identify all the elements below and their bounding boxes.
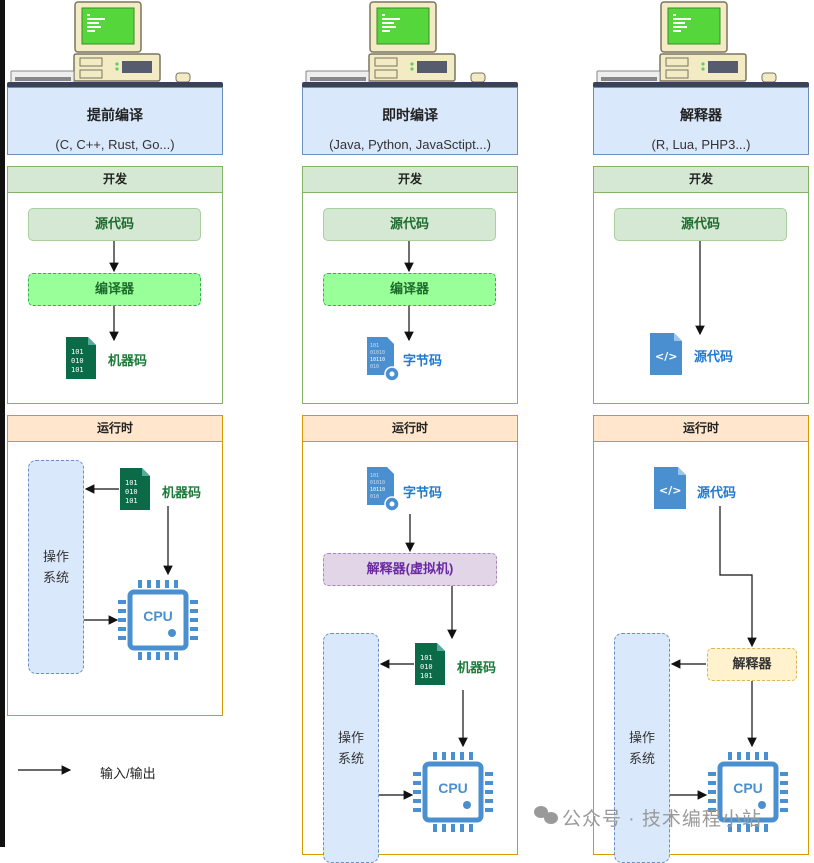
panel-header: 开发 — [594, 167, 808, 193]
machine-code-icon — [415, 643, 445, 685]
runtime-panel: 运行时 — [7, 415, 223, 716]
title: 解释器 — [680, 107, 722, 123]
title: 提前编译 — [87, 107, 143, 123]
interpreter-header: 解释器 (R, Lua, PHP3...) — [593, 87, 809, 155]
wechat-icon — [534, 806, 558, 824]
aot-header: 提前编译 (C, C++, Rust, Go...) — [7, 87, 223, 155]
machine-code-label: 机器码 — [108, 353, 148, 368]
source-code-label: 源代码 — [694, 349, 734, 364]
bytecode-icon — [366, 466, 400, 512]
dev-panel: 开发 — [302, 166, 518, 404]
title: 即时编译 — [382, 107, 438, 123]
source-code-box: 源代码 — [28, 208, 201, 241]
os-label: 操作 系统 — [42, 549, 69, 585]
cpu-label: CPU — [143, 608, 173, 624]
bytecode-label: 字节码 — [403, 485, 443, 500]
jit-header: 即时编译 (Java, Python, JavaSctipt...) — [302, 87, 518, 155]
source-code-box: 源代码 — [323, 208, 496, 241]
subtitle: (Java, Python, JavaSctipt...) — [329, 137, 491, 152]
subtitle: (R, Lua, PHP3...) — [651, 137, 751, 152]
panel-header: 运行时 — [594, 416, 808, 442]
compiler-box: 编译器 — [323, 273, 496, 306]
source-file-icon — [650, 333, 682, 375]
machine-code-icon — [66, 337, 96, 379]
panel-header: 开发 — [303, 167, 517, 193]
legend-label: 输入/输出 — [100, 766, 156, 781]
os-label: 操作 系统 — [337, 730, 364, 766]
dev-panel: 开发 — [7, 166, 223, 404]
watermark: 公众号 · 技术编程小站 — [562, 809, 762, 830]
interpreter-box: 解释器 — [707, 648, 797, 681]
panel-header: 运行时 — [8, 416, 222, 442]
window-edge — [0, 0, 5, 847]
os-box: 操作 系统 — [28, 460, 84, 674]
dev-panel: 开发 — [593, 166, 809, 404]
os-label: 操作 系统 — [628, 730, 655, 766]
source-code-label: 源代码 — [697, 485, 737, 500]
runtime-panel: 运行时 — [593, 415, 809, 855]
machine-code-icon — [120, 468, 150, 510]
machine-code-label: 机器码 — [457, 660, 497, 675]
panel-header: 开发 — [8, 167, 222, 193]
panel-header: 运行时 — [303, 416, 517, 442]
subtitle: (C, C++, Rust, Go...) — [55, 137, 175, 152]
bytecode-icon — [366, 336, 400, 382]
arrow — [719, 506, 757, 648]
vm-box: 解释器(虚拟机) — [323, 553, 497, 586]
os-box: 操作 系统 — [323, 633, 379, 863]
source-code-box: 源代码 — [614, 208, 787, 241]
os-box: 操作 系统 — [614, 633, 670, 863]
cpu-label: CPU — [438, 780, 468, 796]
source-file-icon — [654, 467, 686, 509]
machine-code-label: 机器码 — [162, 485, 202, 500]
cpu-label: CPU — [733, 780, 763, 796]
bytecode-label: 字节码 — [403, 353, 443, 368]
compiler-box: 编译器 — [28, 273, 201, 306]
